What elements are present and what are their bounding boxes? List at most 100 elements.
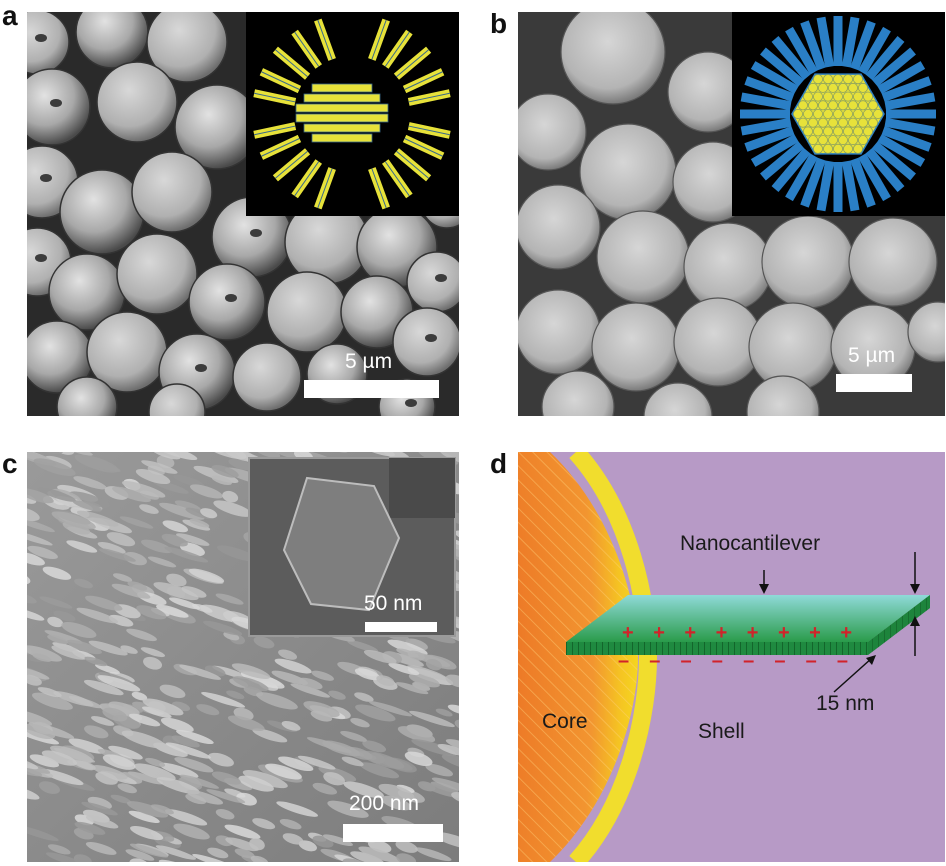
nanorod bbox=[141, 460, 178, 474]
nanorod bbox=[61, 622, 97, 638]
inset-rod bbox=[858, 117, 869, 128]
panel-c-inset-hexagon bbox=[248, 457, 456, 637]
inset-ray bbox=[877, 61, 926, 94]
nanorod bbox=[396, 784, 415, 793]
thickness-label: 15 nm bbox=[816, 692, 875, 715]
inset-rod bbox=[843, 91, 854, 102]
nanorod bbox=[152, 452, 198, 461]
nanorod bbox=[162, 520, 189, 533]
nanorod bbox=[252, 818, 276, 830]
negative-charge: – bbox=[680, 650, 692, 672]
inset-rod bbox=[833, 109, 844, 120]
nanorod bbox=[131, 691, 148, 701]
nanorod bbox=[135, 468, 171, 485]
inset-rod bbox=[813, 109, 824, 120]
nanorod bbox=[74, 821, 106, 835]
nanorod bbox=[405, 638, 428, 651]
nanorod bbox=[238, 775, 274, 792]
inset-ray bbox=[750, 61, 799, 94]
microsphere bbox=[75, 12, 149, 69]
nanorod bbox=[342, 858, 374, 862]
nanorod bbox=[350, 718, 370, 728]
nanorod bbox=[376, 675, 395, 687]
nanorod bbox=[69, 491, 110, 508]
nanorod bbox=[297, 755, 336, 770]
inset-rod bbox=[808, 100, 819, 111]
nanorod bbox=[87, 796, 112, 810]
nanorod bbox=[362, 740, 387, 753]
nanorod bbox=[396, 853, 417, 862]
microsphere bbox=[596, 210, 690, 304]
nanorod bbox=[298, 840, 317, 852]
panel-a-inset-schematic bbox=[246, 12, 459, 216]
nanorod bbox=[395, 682, 429, 695]
positive-charge: + bbox=[622, 622, 634, 644]
nanorod bbox=[179, 774, 219, 789]
panel-b-sem-image: 5 µm bbox=[518, 12, 945, 416]
nanorod bbox=[173, 823, 210, 840]
inset-ray bbox=[841, 16, 860, 68]
nanorod bbox=[117, 783, 137, 794]
nanorod bbox=[159, 762, 199, 779]
nanorod bbox=[176, 533, 210, 546]
inset-ray-edge bbox=[408, 92, 450, 103]
nanorod bbox=[98, 548, 136, 562]
nanorod bbox=[84, 725, 109, 739]
inset-ray bbox=[871, 141, 916, 181]
nanorod bbox=[404, 751, 433, 766]
inset-rod bbox=[838, 100, 849, 111]
nanorod bbox=[51, 645, 87, 660]
nanorod bbox=[85, 841, 117, 855]
nanorod bbox=[27, 723, 56, 740]
nanorod bbox=[31, 692, 73, 710]
nanorod bbox=[274, 658, 312, 674]
nanorod bbox=[265, 763, 302, 780]
panel-letter-a: a bbox=[2, 0, 18, 31]
nanorod bbox=[281, 721, 301, 731]
nanorod bbox=[121, 481, 166, 498]
sphere-pore bbox=[405, 399, 417, 407]
sphere-pore bbox=[35, 34, 47, 42]
nanorod bbox=[126, 801, 169, 818]
panel-c-nanorod-surface bbox=[27, 452, 459, 862]
nanorod bbox=[27, 608, 45, 621]
nanorod bbox=[208, 752, 234, 767]
panel-a-sem-image: 5 µm bbox=[27, 12, 459, 416]
nanorod bbox=[72, 760, 94, 770]
inset-bar bbox=[311, 83, 373, 93]
nanorod bbox=[27, 552, 45, 566]
nanorod bbox=[27, 491, 37, 504]
inset-ray bbox=[785, 26, 818, 75]
inset-rod bbox=[843, 126, 854, 137]
inset-bar bbox=[303, 123, 381, 133]
nanorod bbox=[354, 692, 374, 702]
nanorod bbox=[73, 476, 107, 490]
nanorod bbox=[125, 849, 155, 861]
inset-rod bbox=[853, 109, 864, 120]
nanorod bbox=[142, 698, 184, 716]
nanorod bbox=[126, 628, 157, 642]
nanorod bbox=[192, 854, 237, 862]
nanorod bbox=[431, 777, 459, 794]
inset-rod bbox=[853, 91, 864, 102]
inset-ray bbox=[877, 134, 926, 167]
nanorod bbox=[201, 692, 246, 708]
inset-ray-edge bbox=[254, 92, 296, 103]
nanorod bbox=[368, 701, 413, 717]
nanorod bbox=[40, 768, 84, 786]
nanorod bbox=[173, 474, 205, 488]
nanorod bbox=[92, 764, 128, 780]
inset-rod bbox=[862, 126, 873, 137]
nanorod bbox=[322, 834, 353, 847]
nanorod bbox=[439, 452, 459, 467]
inset-ray bbox=[816, 160, 835, 212]
inset-ray bbox=[858, 153, 891, 202]
positive-charge: + bbox=[777, 622, 790, 644]
nanorod bbox=[147, 556, 177, 568]
nanorod bbox=[189, 518, 210, 528]
panel-c-scale-label: 200 nm bbox=[349, 792, 420, 815]
inset-rod bbox=[867, 117, 878, 128]
inset-ray-edge bbox=[384, 161, 410, 197]
microsphere bbox=[232, 342, 302, 412]
inset-rod bbox=[853, 74, 864, 85]
